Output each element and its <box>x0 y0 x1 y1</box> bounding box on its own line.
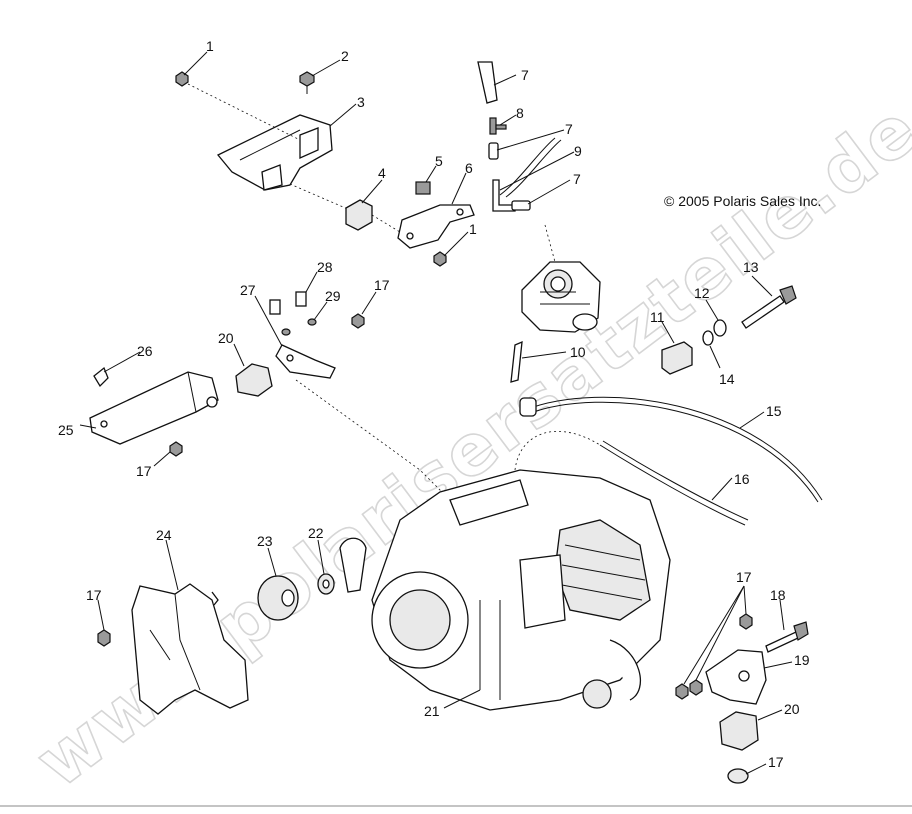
part-mount-20a <box>235 363 273 397</box>
part-nuts-17d <box>675 613 753 700</box>
callout-1a: 1 <box>206 38 214 54</box>
callout-3: 3 <box>357 94 365 110</box>
callout-24: 24 <box>156 527 172 543</box>
callout-19: 19 <box>794 652 810 668</box>
part-bracket-3 <box>216 114 333 191</box>
part-mount-23 <box>257 575 299 621</box>
callout-9: 9 <box>574 143 582 159</box>
part-nut-1a <box>175 71 189 87</box>
part-bracket-24 <box>131 583 249 715</box>
part-bracket-19 <box>705 649 767 705</box>
callout-15: 15 <box>766 403 782 419</box>
callout-17a: 17 <box>374 277 390 293</box>
part-bushing-11 <box>661 341 693 375</box>
leader-lines <box>79 51 793 775</box>
callout-23: 23 <box>257 533 273 549</box>
callout-21: 21 <box>424 703 440 719</box>
part-cable-16 <box>514 431 749 526</box>
part-mount-20b <box>719 711 759 751</box>
callout-22: 22 <box>308 525 324 541</box>
callout-2: 2 <box>341 48 349 64</box>
callout-10: 10 <box>570 344 586 360</box>
part-engine-21 <box>339 469 671 711</box>
part-carburetor <box>521 261 601 333</box>
callout-6: 6 <box>465 160 473 176</box>
callout-1b: 1 <box>469 221 477 237</box>
callout-27: 27 <box>240 282 256 298</box>
callout-7b: 7 <box>565 121 573 137</box>
callout-7c: 7 <box>573 171 581 187</box>
callout-18: 18 <box>770 587 786 603</box>
part-washer-22 <box>317 573 335 595</box>
callout-20a: 20 <box>218 330 234 346</box>
part-hose-7c <box>511 200 531 211</box>
callout-20b: 20 <box>784 701 800 717</box>
part-bolt-5 <box>415 181 431 195</box>
callout-5: 5 <box>435 153 443 169</box>
callout-7a: 7 <box>521 67 529 83</box>
callout-29: 29 <box>325 288 341 304</box>
part-nut-17b <box>169 441 183 457</box>
callout-8: 8 <box>516 105 524 121</box>
part-bolt-28 <box>269 291 307 315</box>
callout-17d: 17 <box>736 569 752 585</box>
part-vent-line-9 <box>499 137 562 198</box>
part-cable-15 <box>519 396 823 503</box>
callout-14: 14 <box>719 371 735 387</box>
callout-labels: 1 2 3 4 5 6 1 7 8 7 9 7 10 11 12 13 14 1… <box>58 38 810 770</box>
part-bolt-26 <box>93 366 109 388</box>
callout-4: 4 <box>378 165 386 181</box>
callout-17e: 17 <box>768 754 784 770</box>
part-nut-1b <box>433 251 447 267</box>
callout-12: 12 <box>694 285 710 301</box>
part-nut-17a <box>351 313 365 329</box>
callout-17c: 17 <box>86 587 102 603</box>
callout-16: 16 <box>734 471 750 487</box>
callout-25: 25 <box>58 422 74 438</box>
part-nut-17e <box>727 768 749 784</box>
copyright-notice: © 2005 Polaris Sales Inc. <box>664 193 821 209</box>
part-plate-6 <box>397 204 475 249</box>
callout-13: 13 <box>743 259 759 275</box>
part-nut-17c <box>97 629 111 647</box>
callout-17b: 17 <box>136 463 152 479</box>
part-bracket-27 <box>275 344 336 379</box>
part-washer-29 <box>281 318 317 336</box>
callout-28: 28 <box>317 259 333 275</box>
part-bracket-25 <box>89 371 219 445</box>
part-bolt-2 <box>299 71 315 94</box>
part-drain-tube-10 <box>510 340 523 383</box>
part-hose-7a <box>477 61 498 104</box>
part-bolt-18 <box>765 621 809 653</box>
part-fitting-8 <box>489 117 507 135</box>
part-spacer-4 <box>345 199 373 231</box>
part-hose-7b <box>488 142 499 160</box>
part-washer-12 <box>713 319 727 337</box>
part-washer-14 <box>702 330 714 346</box>
callout-26: 26 <box>137 343 153 359</box>
part-bolt-13 <box>741 285 797 329</box>
callout-11: 11 <box>650 309 665 325</box>
